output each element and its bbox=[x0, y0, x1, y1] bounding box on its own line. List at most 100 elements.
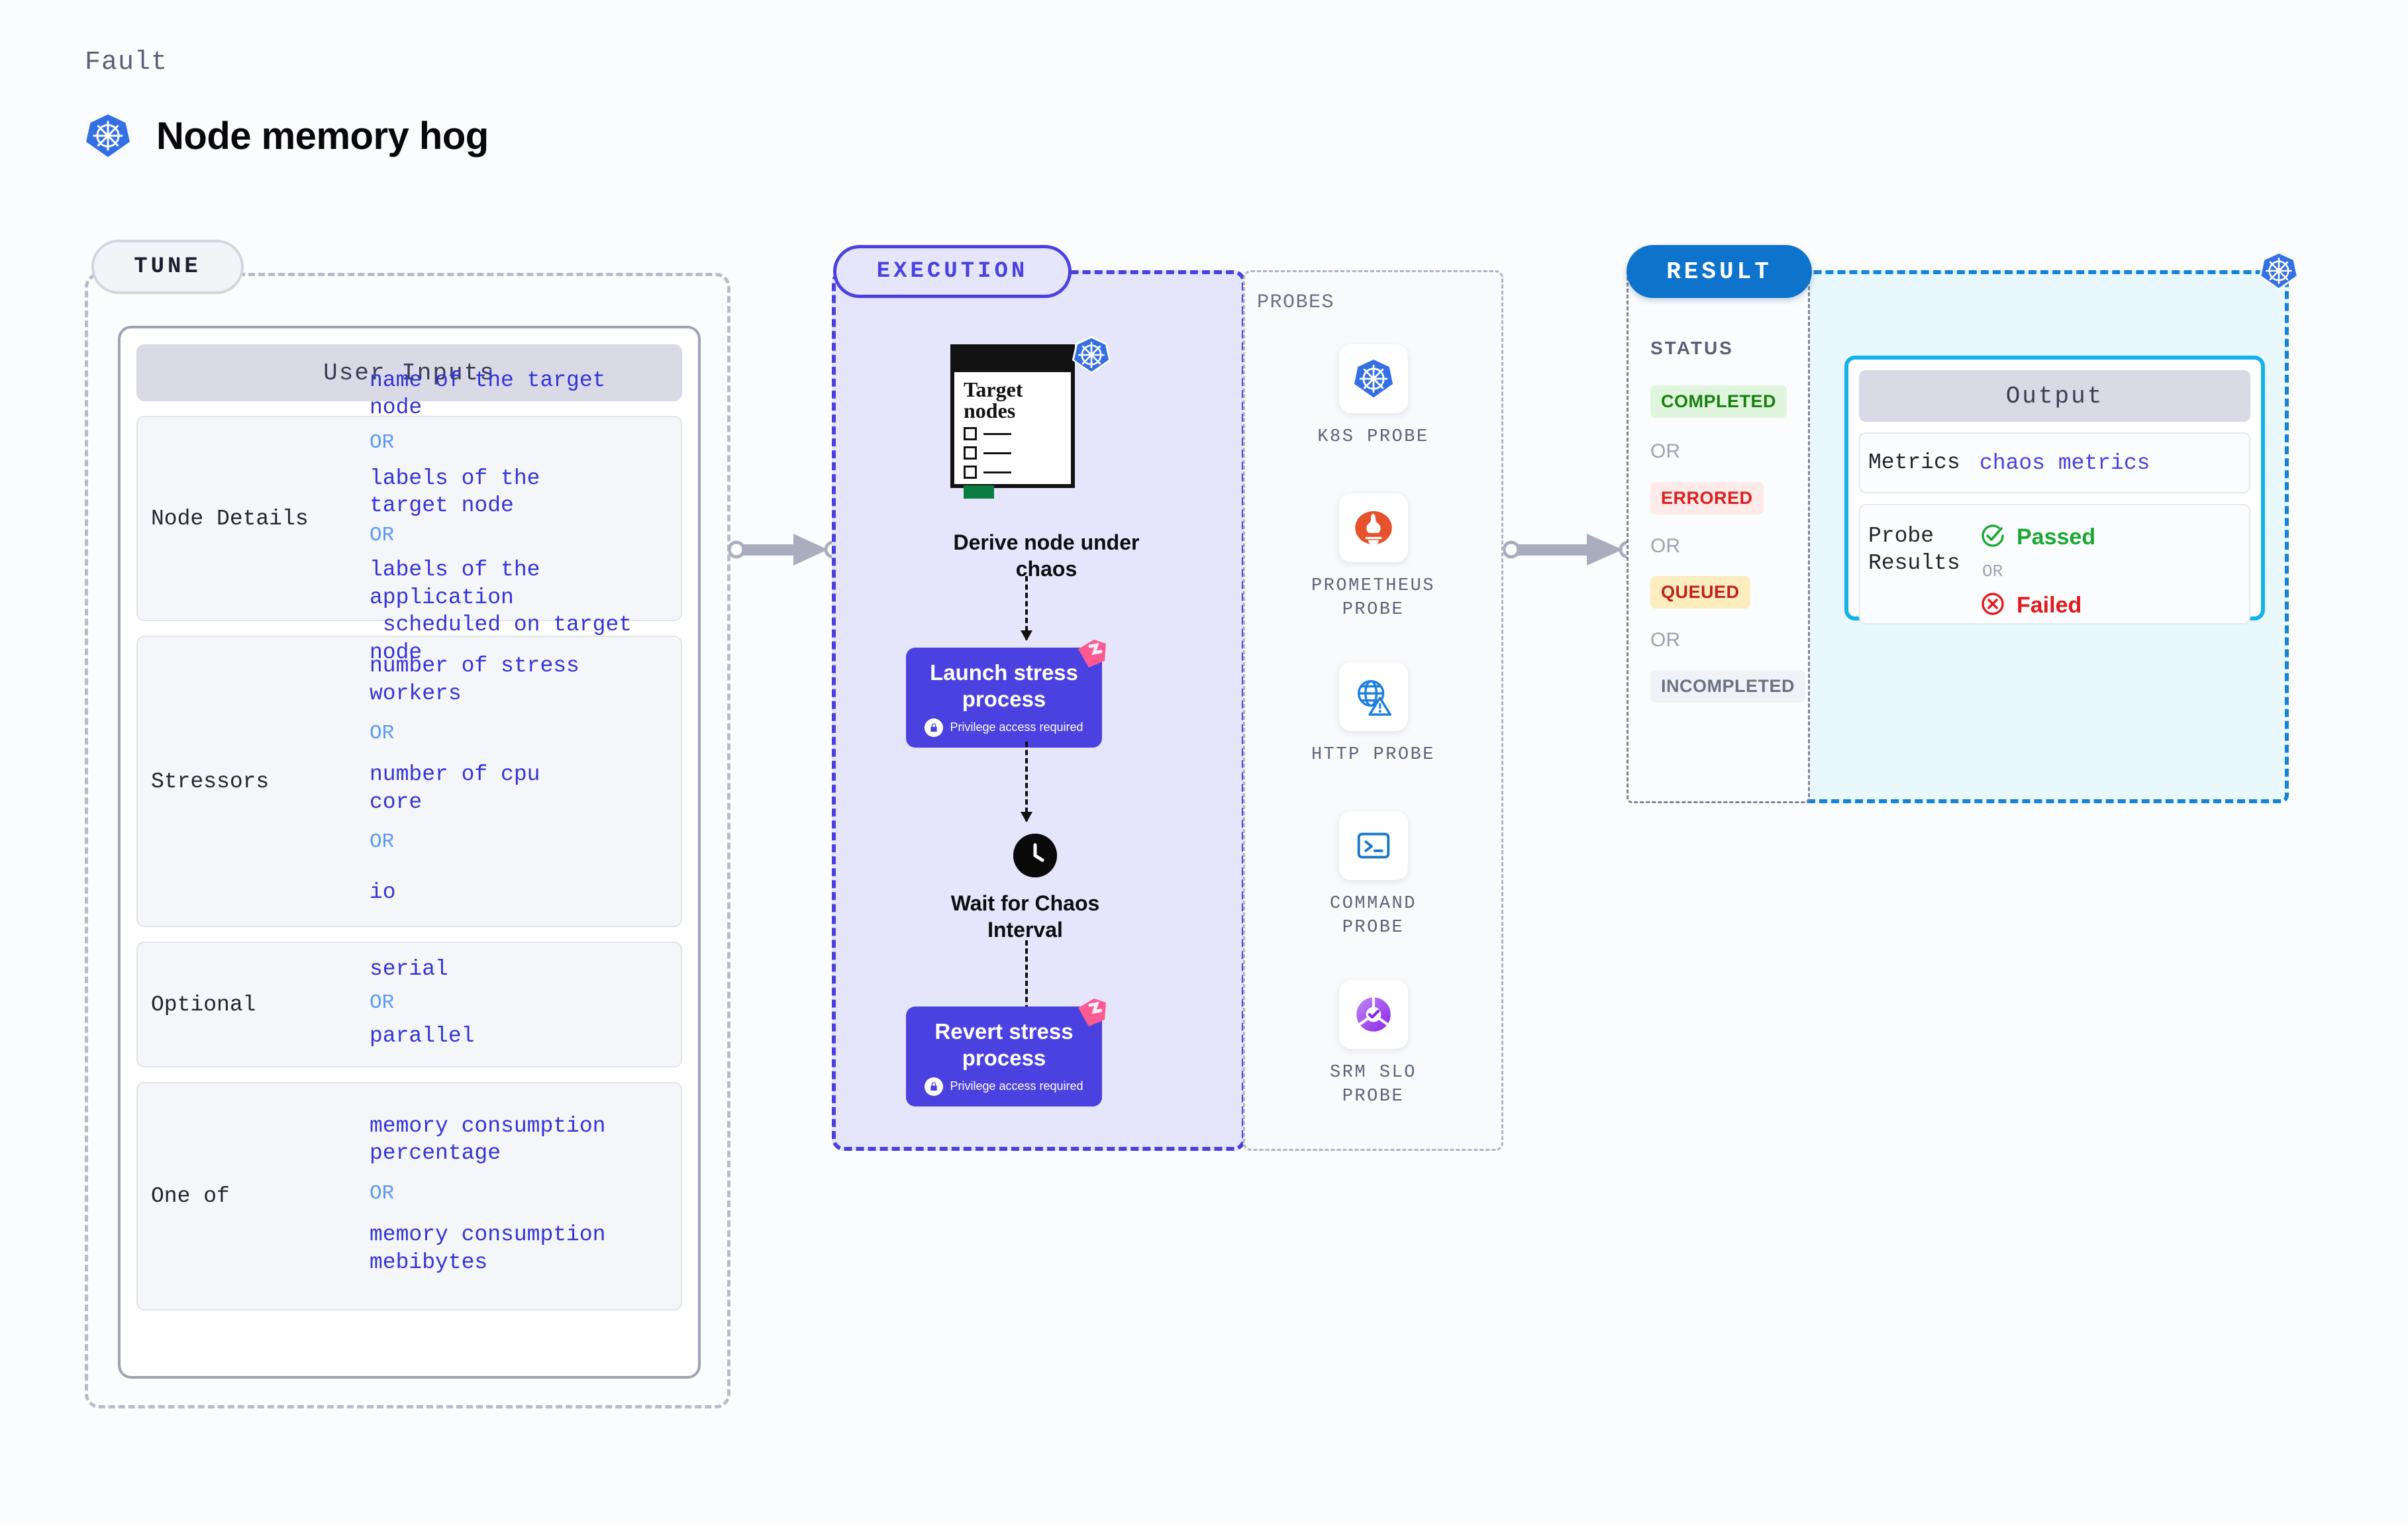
output-row-probe-results: Probe Results Passed OR bbox=[1859, 504, 2250, 624]
step-caption-derive-node: Derive node under chaos bbox=[953, 530, 1140, 581]
fault-title-row: Node memory hog bbox=[85, 113, 489, 159]
target-nodes-document-icon: Target nodes bbox=[950, 344, 1075, 499]
input-row-stressors: Stressors number of stress workers OR nu… bbox=[136, 636, 682, 927]
input-row-key: One of bbox=[151, 1184, 230, 1208]
output-row-key: Metrics bbox=[1868, 450, 1960, 475]
probe-result-passed: Passed bbox=[1980, 522, 2095, 552]
lock-icon bbox=[925, 1077, 944, 1096]
probe-result-failed: Failed bbox=[1980, 591, 2095, 620]
or-separator: OR bbox=[370, 830, 395, 854]
input-value: labels of the application scheduled on t… bbox=[370, 558, 632, 665]
probe-prometheus[interactable]: PROMETHEUS PROBE bbox=[1243, 493, 1503, 622]
status-badge-errored: ERRORED bbox=[1650, 482, 1764, 515]
or-separator: OR bbox=[1982, 562, 2003, 581]
probes-section-label: PROBES bbox=[1257, 291, 1335, 314]
input-row-one-of: One of memory consumption percentage OR … bbox=[136, 1082, 682, 1310]
document-checkbox-row bbox=[964, 427, 1071, 440]
page-title: Node memory hog bbox=[156, 114, 489, 158]
input-value: serial bbox=[370, 956, 448, 981]
result-region-pill: RESULT bbox=[1627, 245, 1812, 298]
prometheus-icon bbox=[1338, 493, 1408, 562]
input-value: io bbox=[370, 880, 396, 905]
input-value: number of cpu core bbox=[370, 762, 540, 814]
status-label: STATUS bbox=[1650, 338, 1734, 358]
or-separator: OR bbox=[1650, 440, 1680, 462]
or-separator: OR bbox=[370, 722, 395, 746]
check-circle-icon bbox=[1980, 522, 2006, 552]
probe-failed-label: Failed bbox=[2017, 593, 2082, 618]
document-checkbox-row bbox=[964, 446, 1071, 460]
status-badge-queued: QUEUED bbox=[1650, 576, 1750, 609]
kubernetes-icon bbox=[1071, 334, 1112, 379]
output-row-key: Probe Results bbox=[1868, 524, 1960, 576]
globe-warning-icon bbox=[1338, 662, 1408, 731]
x-circle-icon bbox=[1980, 591, 2006, 620]
output-row-value: chaos metrics bbox=[1980, 450, 2150, 475]
lock-icon bbox=[925, 718, 944, 737]
user-inputs-card: User Inputs Node Details name of the tar… bbox=[118, 326, 701, 1379]
execution-region-pill: EXECUTION bbox=[833, 245, 1072, 298]
status-badge-incompleted: INCOMPLETED bbox=[1650, 670, 1806, 703]
card-title: Launch stress process bbox=[930, 660, 1078, 712]
probe-label: HTTP PROBE bbox=[1311, 745, 1436, 765]
fault-eyebrow-label: Fault bbox=[85, 48, 168, 77]
launch-stress-process-card[interactable]: Launch stress process Privilege access r… bbox=[906, 640, 1106, 748]
or-separator: OR bbox=[370, 524, 395, 547]
slo-gauge-icon bbox=[1338, 980, 1408, 1049]
kubernetes-icon bbox=[2258, 250, 2299, 295]
document-line-1: Target bbox=[964, 377, 1023, 401]
status-subregion bbox=[1627, 270, 1810, 803]
probe-label: K8S PROBE bbox=[1317, 427, 1429, 447]
input-row-node-details: Node Details name of the target node OR … bbox=[136, 368, 682, 665]
output-card: Output Metrics chaos metrics Probe Resul… bbox=[1844, 356, 2265, 624]
document-line-2: nodes bbox=[964, 399, 1016, 422]
input-row-key: Stressors bbox=[151, 769, 270, 794]
probe-k8s[interactable]: K8S PROBE bbox=[1243, 344, 1503, 449]
or-separator: OR bbox=[1650, 629, 1680, 651]
card-subtitle: Privilege access required bbox=[950, 720, 1083, 734]
probe-label: SRM SLO PROBE bbox=[1330, 1063, 1417, 1107]
clock-icon bbox=[1013, 834, 1057, 877]
input-value: memory consumption percentage bbox=[370, 1113, 606, 1166]
flow-connector bbox=[1021, 742, 1032, 822]
user-inputs-title: User Inputs bbox=[136, 344, 682, 401]
tune-region bbox=[85, 273, 730, 1408]
document-titlebar bbox=[954, 348, 1071, 372]
input-value: memory consumption mebibytes bbox=[370, 1222, 606, 1275]
or-separator: OR bbox=[370, 430, 395, 454]
revert-stress-process-card[interactable]: Revert stress process Privilege access r… bbox=[906, 999, 1106, 1106]
output-row-metrics: Metrics chaos metrics bbox=[1859, 432, 2250, 493]
probe-srm-slo[interactable]: SRM SLO PROBE bbox=[1243, 980, 1503, 1109]
harness-ribbon-icon bbox=[1074, 997, 1109, 1035]
probe-label: COMMAND PROBE bbox=[1330, 894, 1417, 938]
input-value: labels of the target node bbox=[370, 466, 540, 518]
probe-command[interactable]: COMMAND PROBE bbox=[1243, 811, 1503, 940]
input-row-key: Optional bbox=[151, 992, 256, 1017]
input-row-optional: Optional serial OR parallel bbox=[136, 942, 682, 1067]
kubernetes-icon bbox=[85, 113, 131, 159]
harness-ribbon-icon bbox=[1074, 638, 1109, 676]
input-value: parallel bbox=[370, 1023, 475, 1048]
input-row-key: Node Details bbox=[151, 506, 309, 531]
step-caption-wait-for-chaos: Wait for Chaos Interval bbox=[950, 891, 1100, 942]
or-separator: OR bbox=[370, 1182, 395, 1205]
status-badge-completed: COMPLETED bbox=[1650, 385, 1787, 418]
input-value: number of stress workers bbox=[370, 654, 579, 706]
card-subtitle: Privilege access required bbox=[950, 1079, 1083, 1093]
probe-passed-label: Passed bbox=[2017, 524, 2096, 550]
kubernetes-icon bbox=[1338, 344, 1408, 413]
probe-label: PROMETHEUS PROBE bbox=[1311, 576, 1436, 620]
document-status-bar bbox=[964, 485, 994, 499]
document-checkbox-row bbox=[964, 466, 1071, 479]
tune-region-pill: TUNE bbox=[91, 240, 244, 294]
probe-http[interactable]: HTTP PROBE bbox=[1243, 662, 1503, 767]
or-separator: OR bbox=[1650, 535, 1680, 557]
output-card-title: Output bbox=[1859, 370, 2250, 422]
execution-to-result-arrow bbox=[1502, 530, 1637, 573]
terminal-icon bbox=[1338, 811, 1408, 880]
input-value: name of the target node bbox=[370, 368, 606, 420]
card-title: Revert stress process bbox=[934, 1019, 1074, 1071]
tune-to-execution-arrow bbox=[727, 530, 842, 573]
flow-connector bbox=[1021, 576, 1032, 641]
or-separator: OR bbox=[370, 991, 395, 1014]
